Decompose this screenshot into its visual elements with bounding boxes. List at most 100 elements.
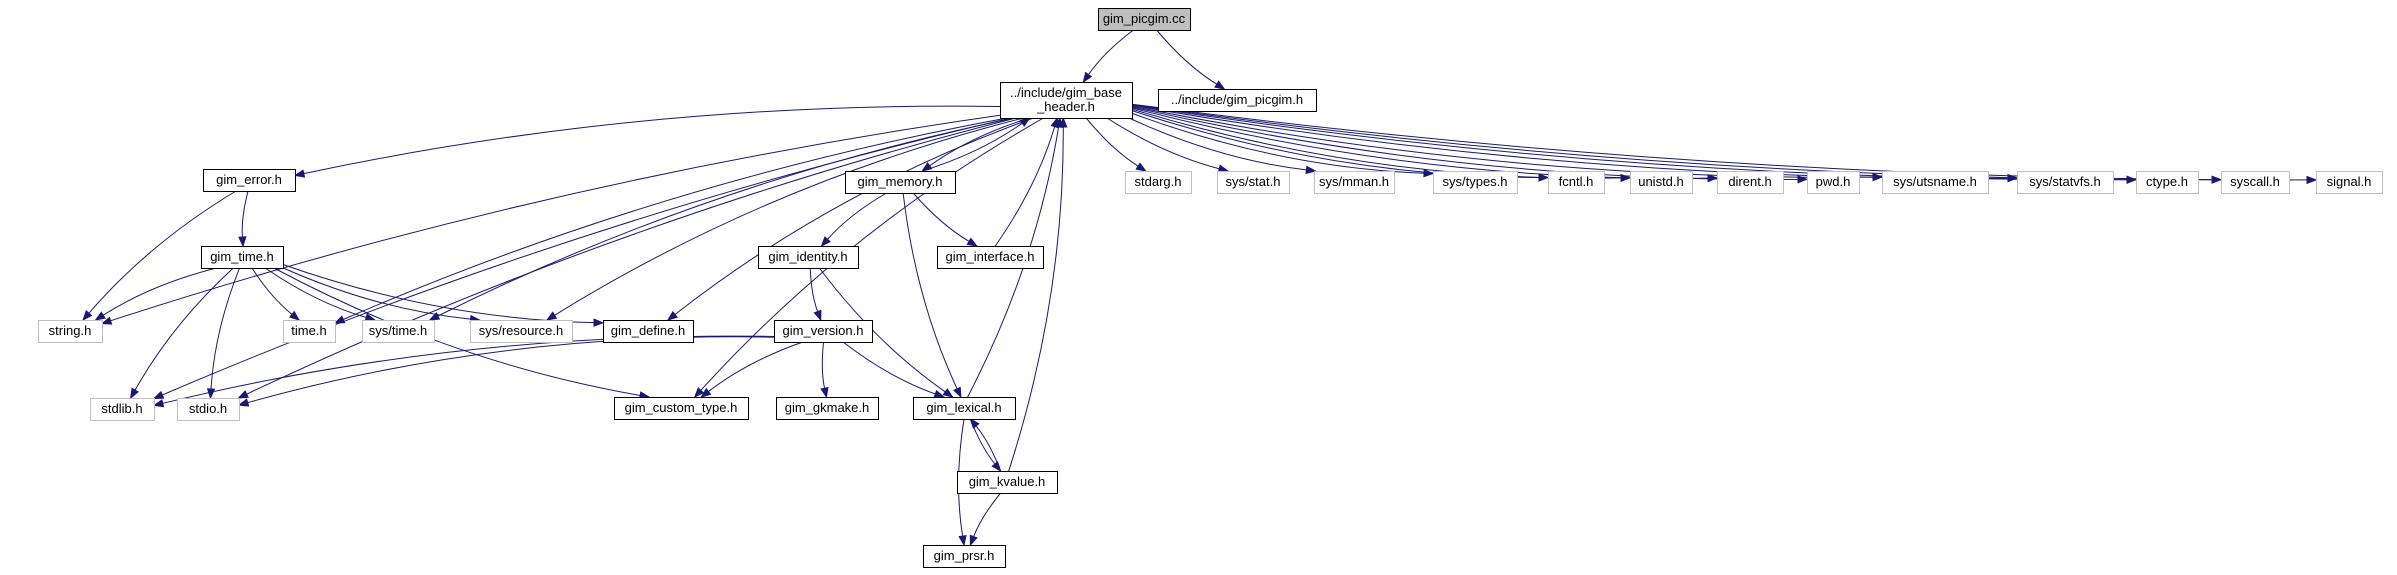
edge-arrowhead <box>1135 162 1147 172</box>
node-sysstatvfs: sys/statvfs.h <box>2017 171 2114 194</box>
edge-base-to-fcntl <box>1131 110 1550 182</box>
node-version[interactable]: gim_version.h <box>774 320 873 343</box>
edge-arrowhead <box>693 387 705 399</box>
node-label: gim_lexical.h <box>926 400 1001 415</box>
edge-base-to-dirent <box>1131 107 1719 183</box>
edge-line <box>162 335 775 404</box>
node-label: signal.h <box>2327 174 2372 189</box>
node-stdio: stdio.h <box>177 398 240 421</box>
node-box <box>1433 171 1518 194</box>
node-label: gim_prsr.h <box>934 548 995 563</box>
edge-base-to-error <box>293 105 1001 178</box>
node-label: fcntl.h <box>1559 174 1594 189</box>
edge-arrowhead <box>94 311 106 321</box>
edge-line <box>210 267 241 390</box>
node-box <box>845 171 956 194</box>
node-box <box>603 320 694 343</box>
node-base[interactable]: ../include/gim_base_header.h <box>1000 82 1133 119</box>
edge-arrowhead <box>1059 116 1068 128</box>
edge-kvalue-to-lexical <box>969 417 1002 472</box>
edge-line <box>134 267 234 391</box>
node-label: stdio.h <box>189 401 227 416</box>
node-interface[interactable]: gim_interface.h <box>937 246 1044 269</box>
node-memory[interactable]: gim_memory.h <box>845 171 956 194</box>
node-label: stdarg.h <box>1135 174 1182 189</box>
node-label: dirent.h <box>1728 174 1771 189</box>
node-dirent: dirent.h <box>1717 171 1784 194</box>
edge-arrowhead <box>288 310 301 321</box>
edge-arrowhead <box>152 390 165 400</box>
edges-layer <box>82 29 2318 547</box>
node-box <box>2316 171 2383 194</box>
edge-line <box>821 341 826 389</box>
edge-base-to-signal <box>1131 103 2318 185</box>
edge-line <box>1008 126 1064 472</box>
node-define[interactable]: gim_define.h <box>603 320 694 343</box>
edge-kvalue-to-base <box>1008 116 1068 472</box>
edge-memory-to-lexical <box>902 192 962 399</box>
edge-arrowhead <box>130 387 140 400</box>
edge-arrowhead <box>364 313 377 322</box>
edge-error-to-string <box>82 190 237 322</box>
edge-arrowhead <box>237 398 250 407</box>
node-box <box>758 246 859 269</box>
edge-line <box>827 192 887 240</box>
edge-arrowhead <box>100 316 113 325</box>
node-time-g[interactable]: gim_time.h <box>201 246 284 269</box>
edge-line <box>1156 29 1217 85</box>
edge-interface-to-base <box>994 116 1059 247</box>
node-label: _header.h <box>1036 99 1095 114</box>
node-box <box>1217 171 1290 194</box>
node-syscall: syscall.h <box>2221 171 2290 194</box>
node-label: gim_picgim.cc <box>1103 11 1186 26</box>
edge-line <box>1088 29 1134 75</box>
node-box <box>1807 171 1860 194</box>
edge-arrowhead <box>820 236 831 248</box>
node-unistd: unistd.h <box>1630 171 1693 194</box>
node-label: ctype.h <box>2146 174 2188 189</box>
edge-arrowhead <box>293 169 306 178</box>
node-box <box>2221 171 2290 194</box>
edge-time_g-to-stdlib <box>130 267 234 400</box>
node-lexical[interactable]: gim_lexical.h <box>913 397 1016 420</box>
edge-line <box>809 267 819 312</box>
edge-line <box>282 264 595 324</box>
node-kvalue[interactable]: gim_kvalue.h <box>957 471 1058 494</box>
node-label: gim_kvalue.h <box>969 474 1046 489</box>
node-sysmman: sys/mman.h <box>1314 171 1395 194</box>
edge-base-to-stdlib <box>152 117 1012 400</box>
edge-arrowhead <box>238 236 247 248</box>
node-label: string.h <box>49 323 92 338</box>
edge-line <box>88 190 237 314</box>
node-label: time.h <box>291 323 326 338</box>
edge-arrowhead <box>666 310 678 321</box>
node-identity[interactable]: gim_identity.h <box>758 246 859 269</box>
edge-line <box>264 267 367 318</box>
node-gkmake[interactable]: gim_gkmake.h <box>776 397 879 420</box>
node-picgim-h[interactable]: ../include/gim_picgim.h <box>1158 89 1317 112</box>
node-error[interactable]: gim_error.h <box>203 169 296 192</box>
edge-line <box>303 105 1001 175</box>
edge-line <box>1131 108 1622 179</box>
node-box <box>1548 171 1605 194</box>
node-box <box>1000 82 1133 119</box>
node-box <box>38 320 103 343</box>
edge-base-to-stdio <box>237 117 1017 399</box>
edge-line <box>554 117 1024 316</box>
edge-arrowhead <box>969 417 980 430</box>
edge-line <box>241 190 249 238</box>
edge-memory-to-base <box>922 117 1031 172</box>
node-box <box>614 397 749 420</box>
edge-arrowhead <box>1707 173 1719 183</box>
node-label: pwd.h <box>1816 174 1851 189</box>
edge-arrowhead <box>152 399 165 408</box>
node-custom[interactable]: gim_custom_type.h <box>614 397 749 420</box>
node-sysutsname: sys/utsname.h <box>1882 171 1989 194</box>
edge-kvalue-to-prsr <box>969 492 1001 547</box>
edge-line <box>1131 104 2009 179</box>
edge-line <box>973 492 1001 537</box>
edge-arrowhead <box>700 387 712 398</box>
node-root[interactable]: gim_picgim.cc <box>1098 8 1191 31</box>
node-prsr[interactable]: gim_prsr.h <box>923 545 1006 568</box>
node-label: sys/statvfs.h <box>2029 174 2101 189</box>
